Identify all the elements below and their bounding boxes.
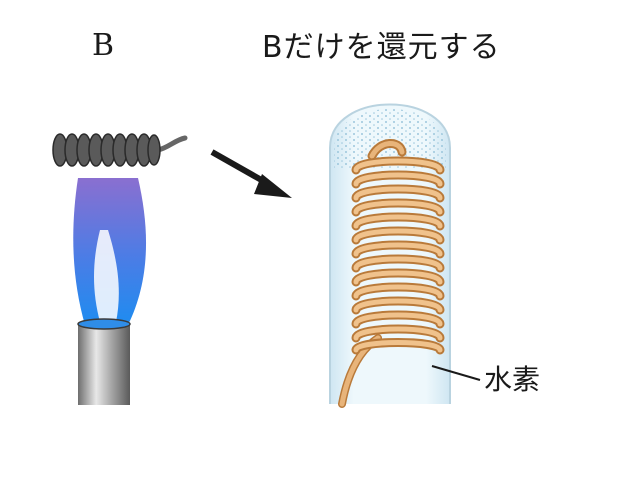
label-reduce-b-only: Bだけを還元する <box>262 30 501 65</box>
arrow <box>210 149 292 198</box>
test-tube-assembly <box>329 103 481 408</box>
label-hydrogen: 水素 <box>484 363 541 396</box>
copper-coil <box>351 139 445 355</box>
burner-tube <box>78 323 130 405</box>
burner-mouth <box>77 318 131 330</box>
leader-line <box>431 365 481 381</box>
inner-flame <box>94 230 119 322</box>
hydrogen-dots <box>334 109 446 168</box>
coil-b <box>52 133 161 167</box>
label-b: B <box>92 28 115 63</box>
burner-assembly <box>52 133 188 405</box>
coil-wire-tail <box>155 135 188 153</box>
